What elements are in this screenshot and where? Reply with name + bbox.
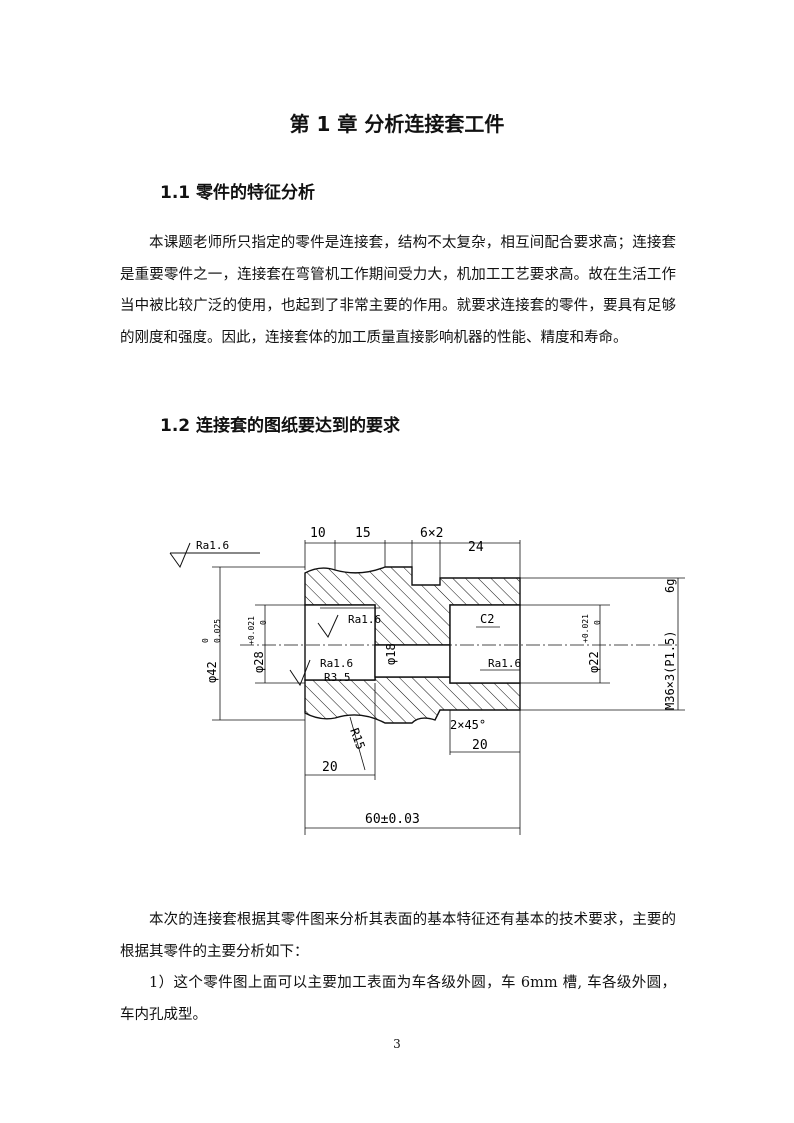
dim-total-length: 60±0.03 xyxy=(365,812,420,827)
ra-top-label: Ra1.6 xyxy=(196,539,229,552)
svg-text:+0.021: +0.021 xyxy=(247,616,256,645)
svg-text:6g: 6g xyxy=(663,579,677,593)
page-number: 3 xyxy=(393,1037,401,1051)
svg-text:Ra1.6: Ra1.6 xyxy=(320,657,353,670)
dim-bottom-right: 20 xyxy=(472,738,488,753)
dim-top-2: 15 xyxy=(355,526,371,541)
section-title-1-2: 1.2 连接套的图纸要达到的要求 xyxy=(160,416,401,436)
chamfer-c2: C2 xyxy=(480,612,494,626)
svg-text:Ra1.6: Ra1.6 xyxy=(348,613,381,626)
chamfer-2x45: 2×45° xyxy=(450,718,486,732)
svg-text:+0.021: +0.021 xyxy=(581,614,590,643)
radius-outer: R15 xyxy=(347,726,368,751)
section-1-2-paragraph-2: 1）这个零件图上面可以主要加工表面为车各级外圆，车 6mm 槽, 车各级外圆，车… xyxy=(120,975,676,1023)
dim-outer-diameter: φ42 xyxy=(205,661,219,683)
svg-text:0: 0 xyxy=(259,620,268,625)
dim-top-1: 10 xyxy=(310,526,326,541)
part-drawing: Ra1.6 10 15 6×2 24 φ42 0 0.025 φ28 +0.02… xyxy=(169,526,685,835)
svg-text:Ra1.6: Ra1.6 xyxy=(488,657,521,670)
svg-text:0: 0 xyxy=(201,638,210,643)
section-title-1-1: 1.1 零件的特征分析 xyxy=(160,183,316,203)
dim-bottom-left: 20 xyxy=(322,760,338,775)
radius-inner: R3.5 xyxy=(324,671,351,684)
dim-top-3: 6×2 xyxy=(420,526,443,541)
dim-left-bore: φ28 xyxy=(252,651,266,673)
section-1-2-paragraph-1: 本次的连接套根据其零件图来分析其表面的基本特征还有基本的技术要求，主要的根据其零… xyxy=(120,912,676,960)
left-bore xyxy=(304,604,376,681)
svg-text:0: 0 xyxy=(593,620,602,625)
dim-center-bore: φ18 xyxy=(384,643,398,665)
dim-top-4: 24 xyxy=(468,540,484,555)
dim-thread: M36×3(P1.5) xyxy=(663,631,677,710)
chapter-title: 第 1 章 分析连接套工件 xyxy=(289,112,505,136)
section-1-1-paragraph: 本课题老师所只指定的零件是连接套，结构不太复杂，相互间配合要求高；连接套是重要零… xyxy=(120,235,676,346)
svg-text:0.025: 0.025 xyxy=(213,619,222,643)
dim-right-bore: φ22 xyxy=(587,651,601,673)
